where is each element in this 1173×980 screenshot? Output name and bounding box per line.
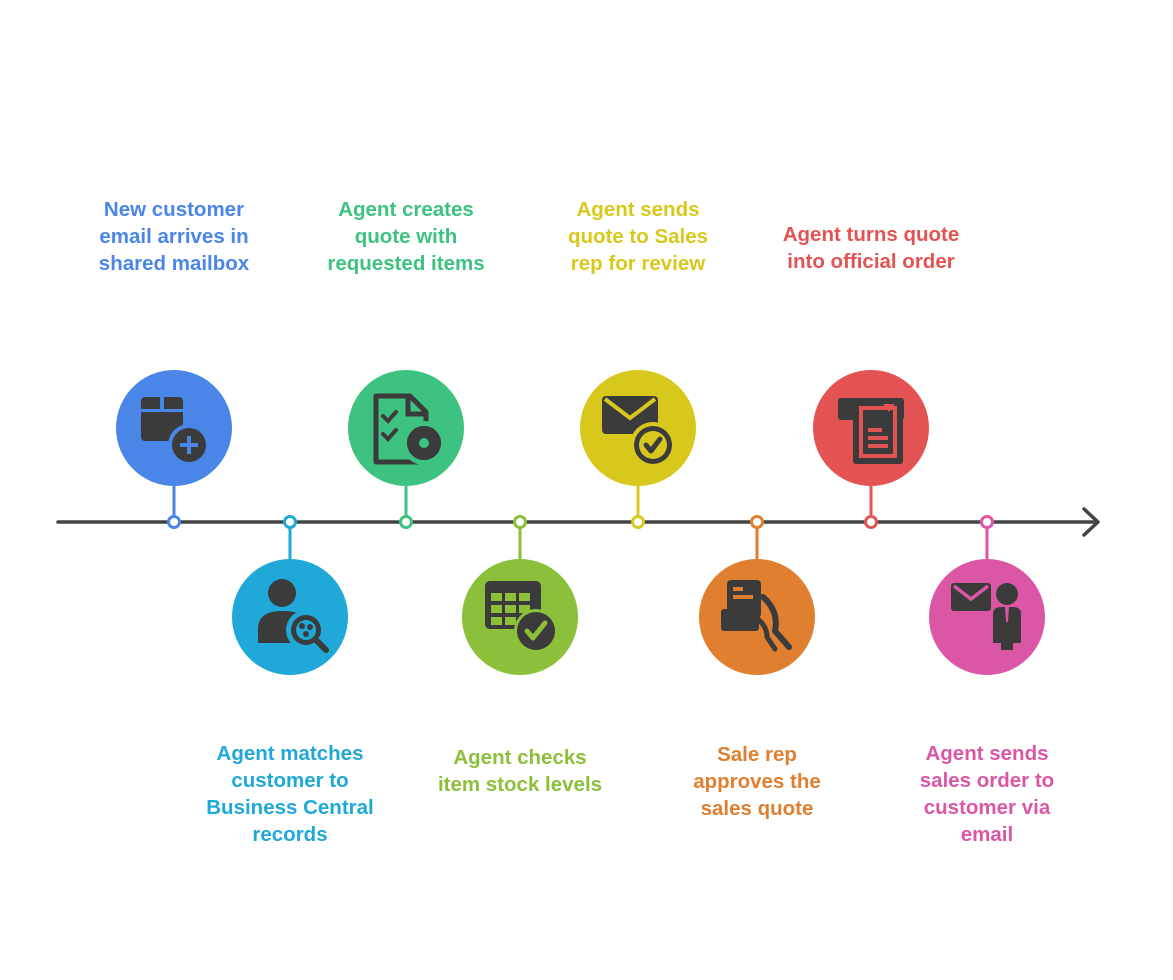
step-label-line: into official order xyxy=(787,250,955,273)
timeline-marker xyxy=(980,515,994,529)
step-label-line: quote with xyxy=(354,225,458,248)
step-label-line: Agent turns quote xyxy=(782,223,960,246)
timeline-marker xyxy=(283,515,297,529)
user-search-icon xyxy=(258,579,329,653)
box-plus-icon xyxy=(141,397,210,466)
step-label-line: New customer xyxy=(103,198,245,221)
step-label-line: item stock levels xyxy=(437,773,603,796)
printer-document-icon xyxy=(838,398,904,464)
step-label-line: Agent creates xyxy=(338,198,474,221)
step-label-send-to-rep: Agent sends quote to Sales rep for review xyxy=(518,196,758,277)
step-label-line: Sale rep xyxy=(717,743,797,766)
step-label-line: Agent matches xyxy=(216,742,364,765)
step-label-line: approves the xyxy=(693,770,821,793)
checklist-gear-icon xyxy=(373,393,446,465)
step-label-match-customer: Agent matches customer to Business Central… xyxy=(170,740,410,848)
timeline-marker xyxy=(167,515,181,529)
step-match-customer xyxy=(232,515,348,675)
timeline-marker xyxy=(864,515,878,529)
step-label-line: records xyxy=(252,823,328,846)
step-turn-into-order xyxy=(813,370,929,529)
step-create-quote xyxy=(348,370,464,529)
step-circle xyxy=(929,559,1045,675)
timeline-marker xyxy=(750,515,764,529)
step-label-line: sales order to xyxy=(919,769,1055,792)
timeline-marker xyxy=(631,515,645,529)
step-label-create-quote: Agent creates quote with requested items xyxy=(286,196,526,277)
step-label-email-arrives: New customer email arrives in shared mailb… xyxy=(54,196,294,277)
mail-person-icon xyxy=(951,583,1021,650)
step-label-line: requested items xyxy=(327,252,485,275)
timeline-marker xyxy=(513,515,527,529)
step-label-line: Agent sends xyxy=(576,198,700,221)
step-label-line: shared mailbox xyxy=(98,252,250,275)
step-label-line: Agent sends xyxy=(925,742,1049,765)
step-rep-approves xyxy=(699,515,815,675)
step-label-line: rep for review xyxy=(570,252,706,275)
timeline-marker xyxy=(399,515,413,529)
step-send-order xyxy=(929,515,1045,675)
hand-card-icon xyxy=(721,580,792,652)
timeline-arrowhead xyxy=(1082,507,1100,537)
step-label-line: customer to xyxy=(231,769,349,792)
step-circle xyxy=(348,370,464,486)
step-label-line: sales quote xyxy=(700,797,814,820)
step-label-line: email arrives in xyxy=(99,225,249,248)
step-send-to-rep xyxy=(580,370,696,529)
step-label-turn-into-order: Agent turns quote into official order xyxy=(751,221,991,275)
mail-check-icon xyxy=(602,396,676,468)
step-label-line: email xyxy=(960,823,1014,846)
table-check-icon xyxy=(485,581,558,653)
step-label-line: Agent checks xyxy=(453,746,587,769)
step-label-line: quote to Sales xyxy=(567,225,709,248)
step-label-rep-approves: Sale rep approves the sales quote xyxy=(637,741,877,822)
step-label-check-stock: Agent checks item stock levels xyxy=(400,744,640,798)
step-label-line: Business Central xyxy=(206,796,374,819)
step-label-line: customer via xyxy=(923,796,1051,819)
step-check-stock xyxy=(462,515,578,675)
step-label-send-order: Agent sends sales order to customer via ema… xyxy=(867,740,1107,848)
step-email-arrives xyxy=(116,370,232,529)
